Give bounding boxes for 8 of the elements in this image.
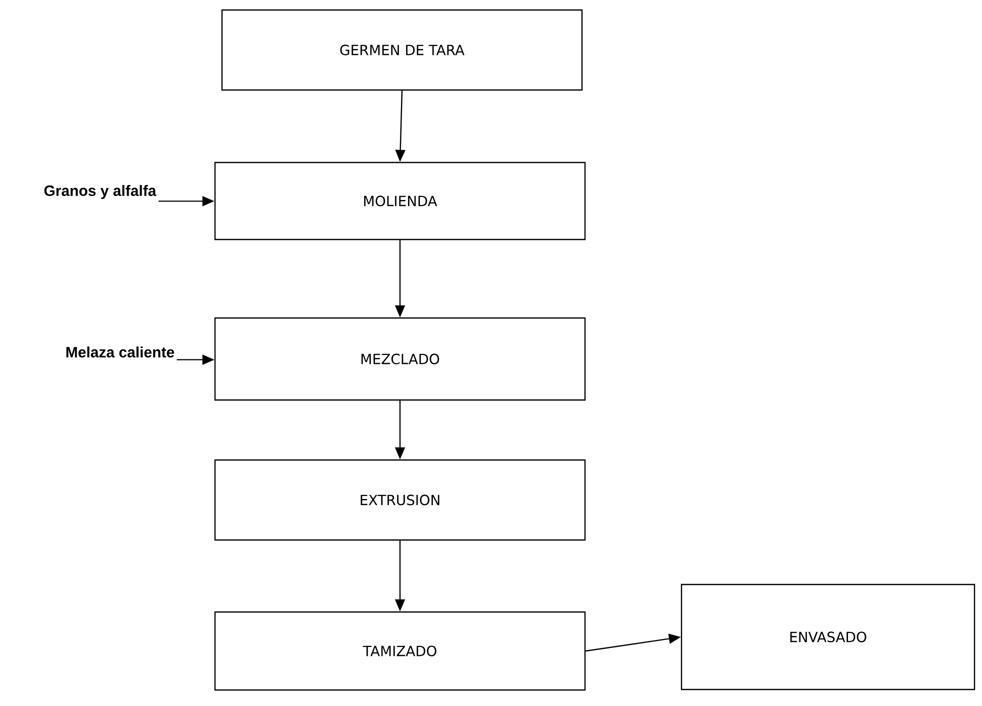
input-label: Melaza caliente [66, 346, 174, 358]
process-box: MEZCLADO [214, 317, 586, 401]
process-box: TAMIZADO [214, 611, 586, 691]
process-box: MOLIENDA [214, 162, 586, 240]
process-box: ENVASADO [680, 584, 976, 690]
process-box: GERMEN DE TARA [221, 9, 583, 91]
input-label: Granos y alfalfa [44, 185, 156, 199]
process-box: EXTRUSION [214, 459, 586, 541]
